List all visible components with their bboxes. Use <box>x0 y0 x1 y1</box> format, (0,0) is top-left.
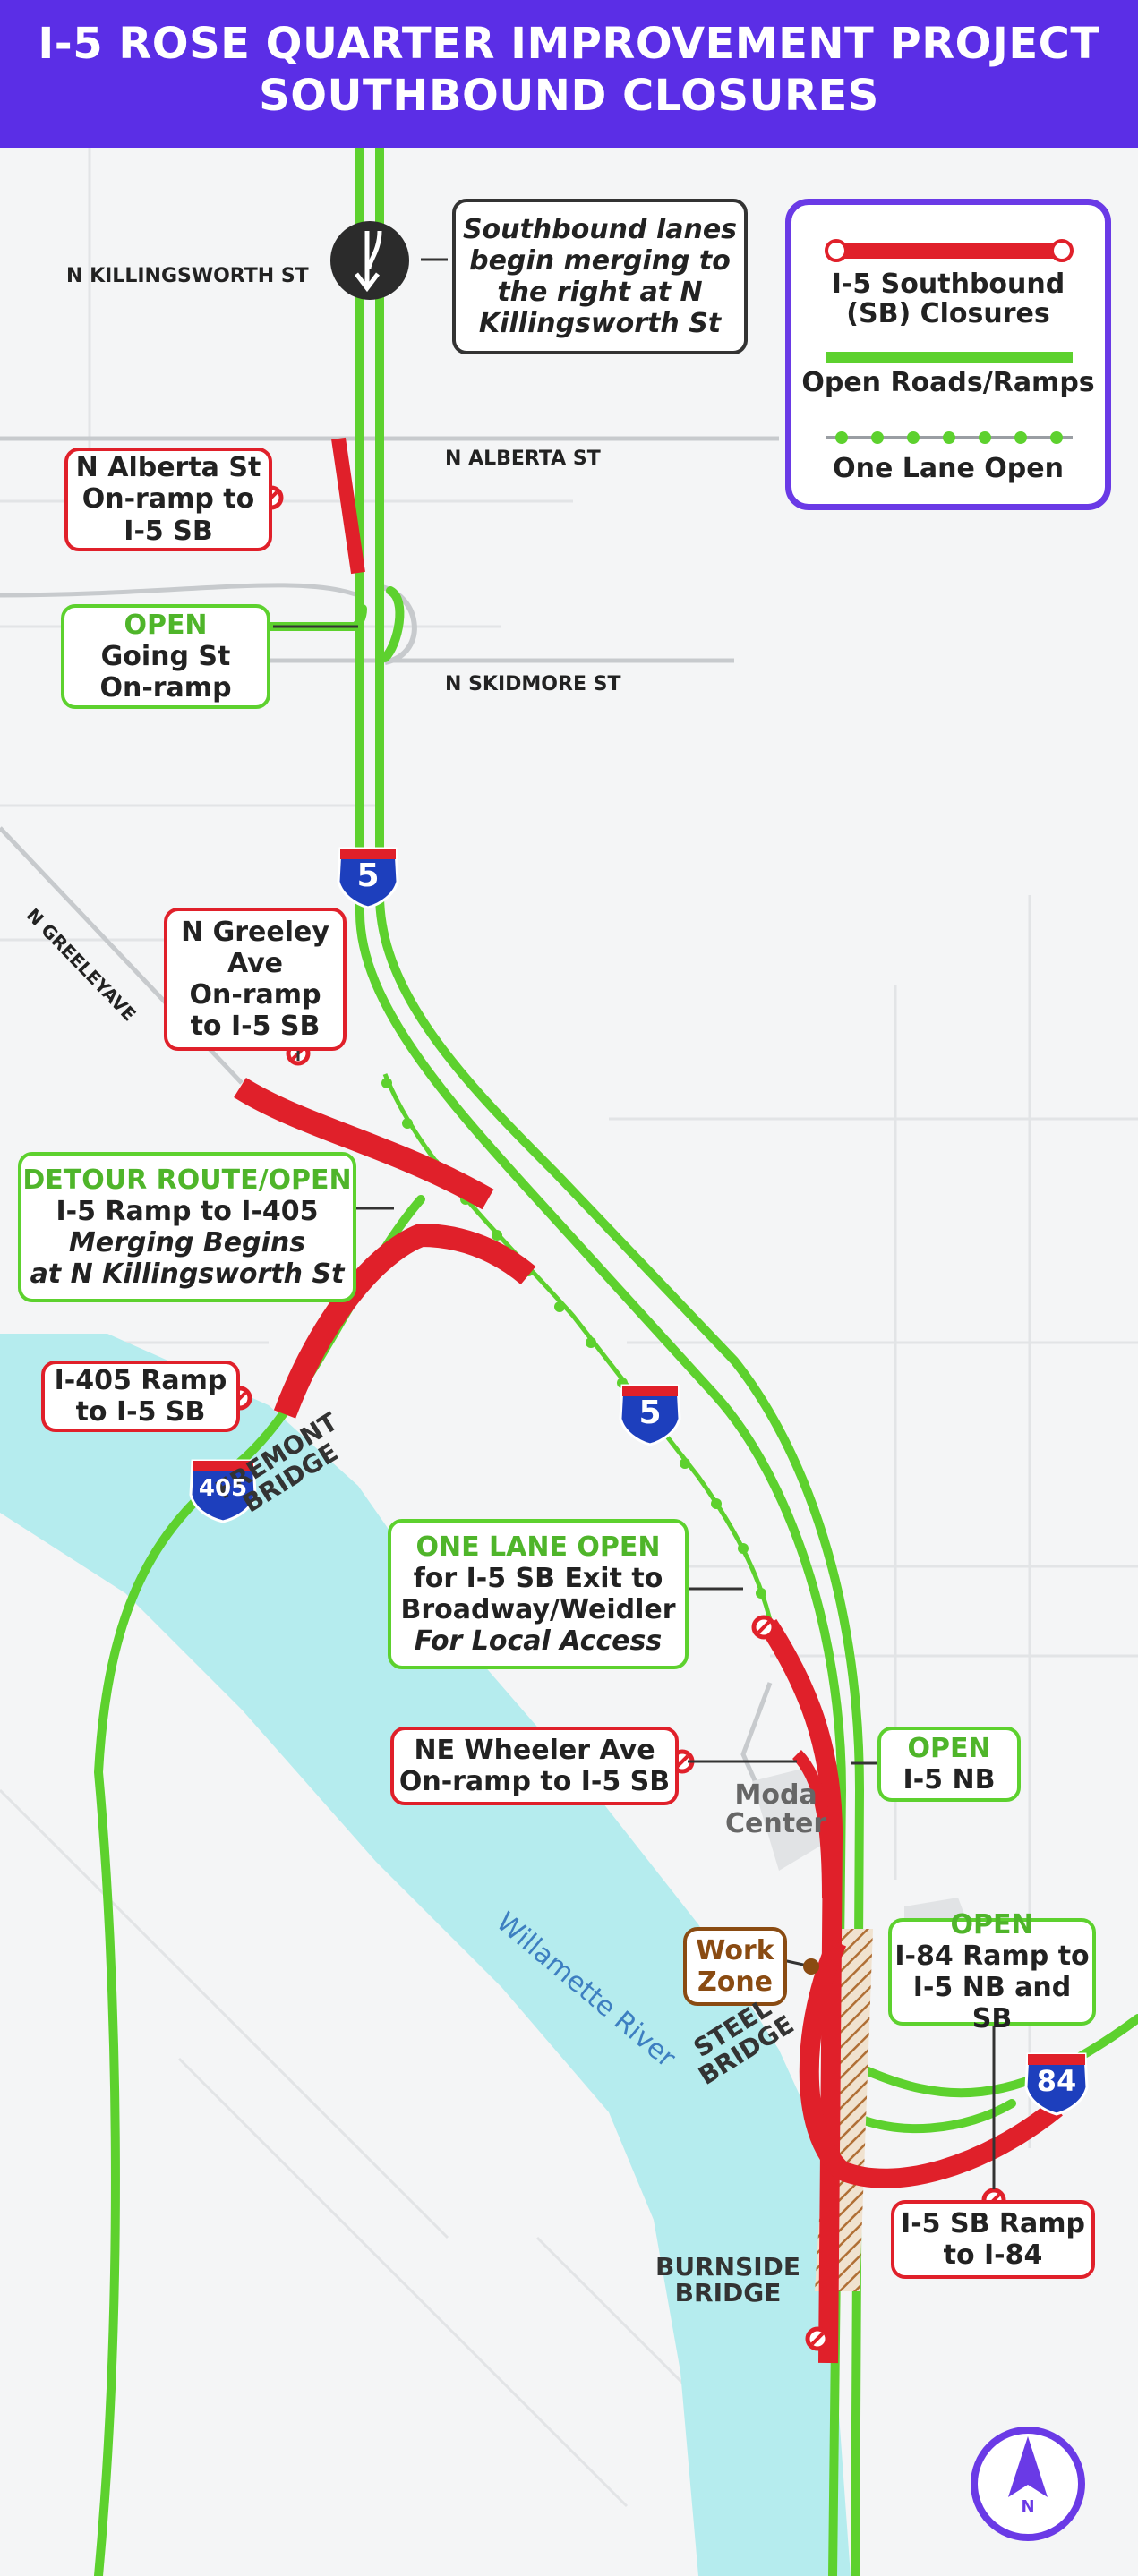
street-label-skidmore: N SKIDMORE ST <box>445 673 621 695</box>
willamette-river <box>0 1334 851 2576</box>
legend-one-lane-label: One Lane Open <box>833 453 1064 484</box>
callout-i405-ramp: I-405 Ramp to I-5 SB <box>41 1361 240 1432</box>
legend-closure-swatch <box>825 239 1074 262</box>
header-title-line1: I-5 ROSE QUARTER IMPROVEMENT PROJECT <box>38 19 1100 69</box>
callout-detour-route: DETOUR ROUTE/OPEN I-5 Ramp to I-405 Merg… <box>18 1152 356 1302</box>
callout-going-st: OPEN Going St On-ramp <box>61 604 270 709</box>
legend: I-5 Southbound (SB) Closures Open Roads/… <box>785 199 1111 510</box>
legend-open-swatch <box>826 352 1073 363</box>
callout-alberta-ramp: N Alberta St On-ramp to I-5 SB <box>64 448 272 551</box>
callout-i5-nb-open: OPEN I-5 NB <box>877 1727 1021 1802</box>
callout-i5-sb-ramp-i84: I-5 SB Ramp to I-84 <box>891 2200 1095 2279</box>
callout-work-zone: Work Zone <box>683 1927 787 2006</box>
compass-arrow-icon <box>1008 2436 1048 2497</box>
page-header: I-5 ROSE QUARTER IMPROVEMENT PROJECT SOU… <box>0 0 1138 148</box>
callout-merge-note: Southbound lanes begin merging to the ri… <box>452 199 748 354</box>
i5-shield-mid-number: 5 <box>638 1395 662 1431</box>
street-label-alberta: N ALBERTA ST <box>445 448 601 470</box>
callout-greeley-ramp: N Greeley Ave On-ramp to I-5 SB <box>164 908 347 1051</box>
moda-center-label: Moda Center <box>725 1779 827 1839</box>
legend-closure-label: I-5 Southbound (SB) Closures <box>831 269 1065 329</box>
callout-i84-ramp-open: OPEN I-84 Ramp to I-5 NB and SB <box>888 1909 1096 2034</box>
i405-shield-number: 405 <box>198 1475 248 1502</box>
legend-open-label: Open Roads/Ramps <box>801 367 1095 398</box>
street-label-killingsworth: N KILLINGSWORTH ST <box>66 265 309 287</box>
i84-shield-number: 84 <box>1036 2064 1077 2098</box>
burnside-bridge-label: BURNSIDE BRIDGE <box>655 2252 801 2308</box>
callout-wheeler-ramp: NE Wheeler Ave On-ramp to I-5 SB <box>390 1727 679 1805</box>
closures <box>234 437 1063 2364</box>
header-title-line2: SOUTHBOUND CLOSURES <box>259 71 879 121</box>
i5-shield-top-number: 5 <box>356 857 380 894</box>
moda-center-area <box>752 1768 824 1871</box>
interstate-shields <box>189 847 1089 2116</box>
callout-one-lane-open: ONE LANE OPEN for I-5 SB Exit to Broadwa… <box>388 1519 689 1669</box>
legend-one-lane-swatch <box>826 431 1073 444</box>
merge-arrow-icon <box>355 230 382 293</box>
work-zone-dot <box>803 1958 819 1975</box>
compass-north-label: N <box>1021 2497 1035 2516</box>
